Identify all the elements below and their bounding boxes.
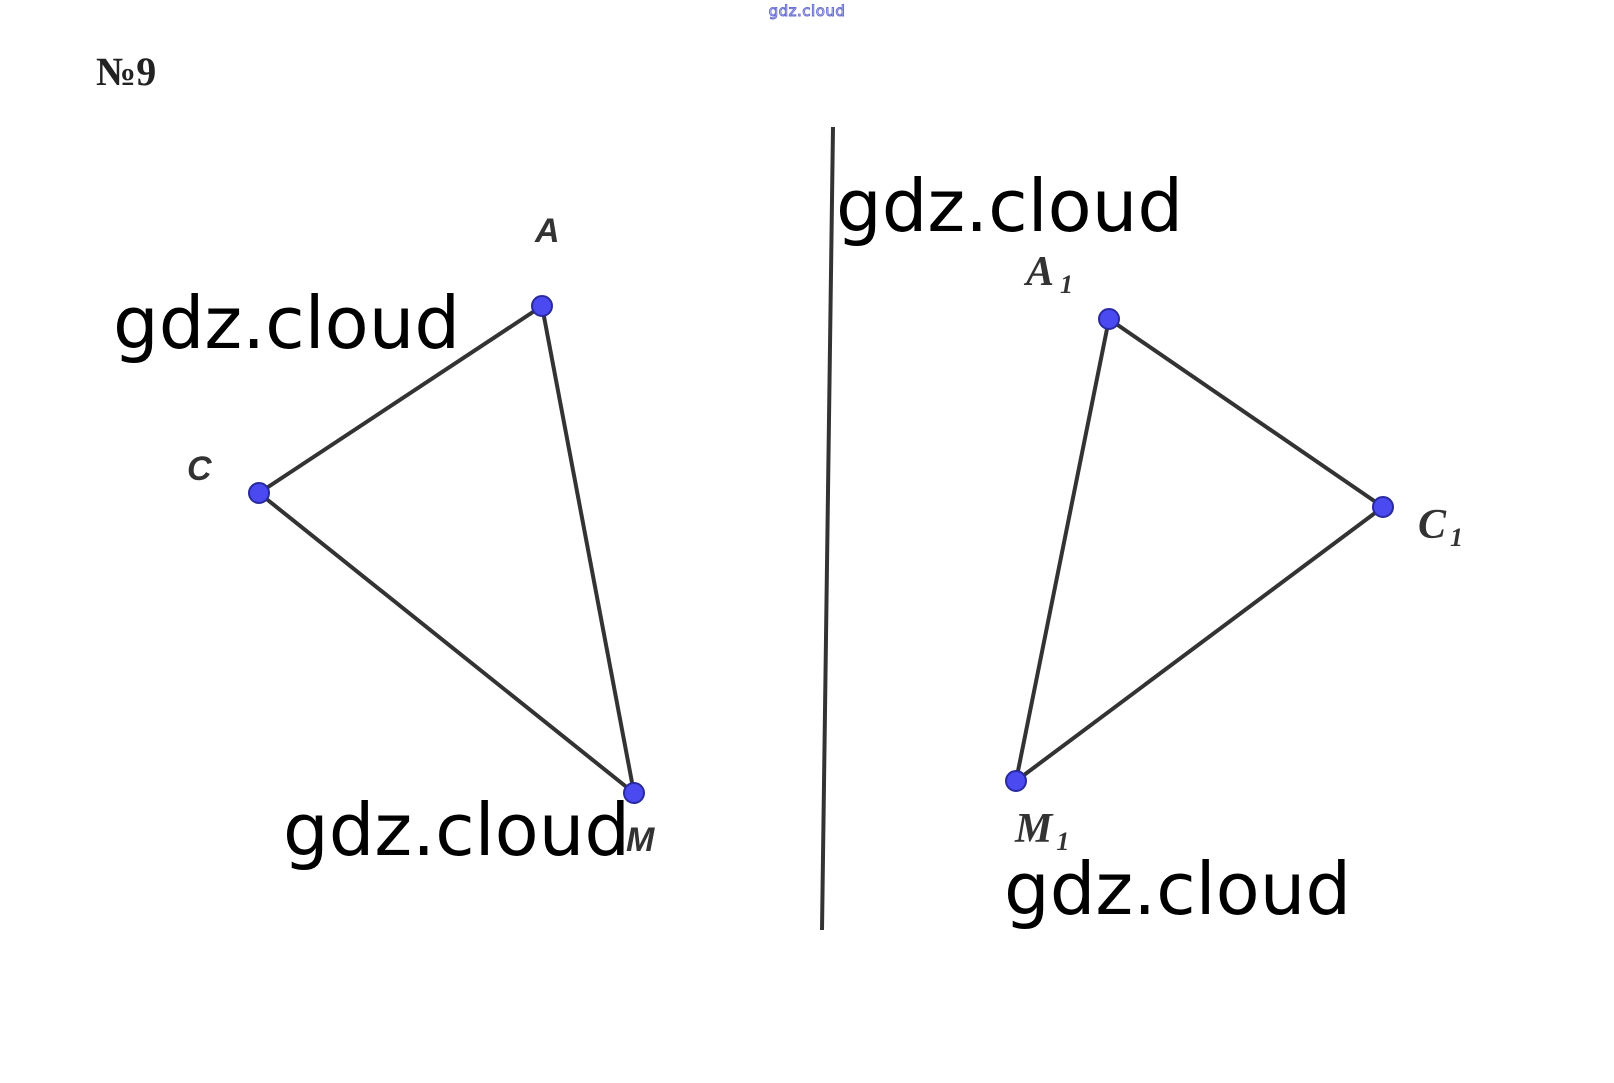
segment-a1m1 (1014, 318, 1111, 782)
label-m1-main: M (1014, 806, 1054, 852)
label-a: A (534, 212, 560, 250)
point-a1 (1098, 308, 1120, 330)
segment-cm (257, 491, 636, 795)
watermark-lower-right: gdz.cloud (1004, 847, 1351, 931)
label-c: C (187, 450, 212, 488)
segment-a1c1 (1107, 317, 1385, 509)
point-c1 (1372, 496, 1394, 518)
label-c1-main: C (1418, 502, 1447, 548)
watermark-lower-left: gdz.cloud (283, 788, 630, 872)
label-m: M (626, 821, 655, 859)
point-m1 (1005, 770, 1027, 792)
watermark-upper-right: gdz.cloud (836, 164, 1183, 248)
segment-am (540, 305, 636, 794)
label-c1-sub: 1 (1450, 523, 1463, 552)
point-a (531, 295, 553, 317)
problem-number: №9 (96, 49, 157, 94)
top-watermark: gdz.cloud (768, 2, 846, 21)
label-a1-main: A (1023, 249, 1054, 295)
label-m1-sub: 1 (1056, 827, 1069, 856)
watermark-upper-left: gdz.cloud (113, 281, 460, 365)
point-m (623, 782, 645, 804)
label-a1-sub: 1 (1060, 270, 1073, 299)
segment-c1m1 (1014, 505, 1385, 783)
triangle-acm: A C M (187, 212, 655, 859)
segment-ca (257, 304, 544, 495)
point-c (248, 482, 270, 504)
symmetry-axis (820, 126, 835, 931)
